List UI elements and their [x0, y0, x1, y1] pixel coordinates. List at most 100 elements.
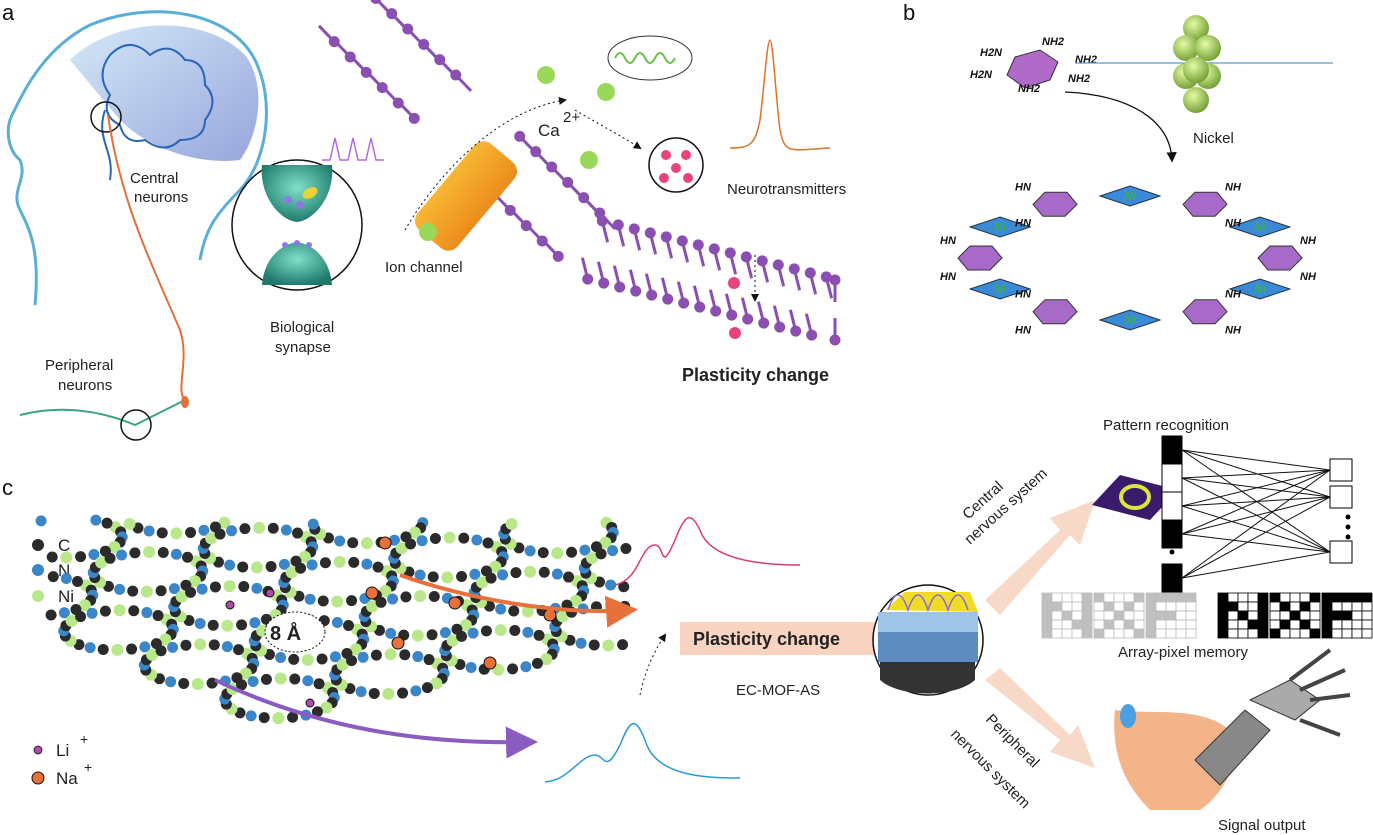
lattice-atom	[423, 654, 435, 666]
nh-label: HN	[1015, 325, 1032, 337]
pixel	[1269, 592, 1281, 603]
calcium-charge: 2+	[563, 109, 580, 126]
pixel	[1237, 619, 1249, 630]
pixel	[1123, 619, 1135, 630]
lattice-atom	[60, 551, 73, 564]
pixel	[1247, 601, 1259, 612]
nn-connection	[1181, 469, 1331, 535]
lattice-atom	[569, 594, 582, 607]
lattice-atom	[159, 633, 172, 646]
lattice-atom	[185, 526, 197, 538]
lipid-head	[726, 309, 738, 321]
lattice-atom	[439, 627, 451, 639]
lattice-atom	[108, 540, 121, 553]
lattice-atom	[265, 561, 277, 573]
nh-label: NH	[1300, 271, 1317, 283]
pixel	[1331, 619, 1343, 630]
lattice-atom	[456, 630, 468, 642]
lattice-atom	[58, 607, 70, 619]
lattice-atom	[289, 673, 301, 685]
lattice-atom	[313, 678, 325, 690]
lattice-atom	[357, 651, 369, 663]
lattice-atom	[157, 546, 169, 558]
pixel	[1309, 619, 1321, 630]
legend-lithium-charge: +	[80, 731, 88, 747]
lipid-head	[829, 274, 841, 286]
biological-synapse-label: Biological	[270, 319, 334, 336]
pixel	[1071, 619, 1083, 630]
lipid-head	[724, 247, 736, 259]
nh-label: NH	[1225, 217, 1242, 229]
pixel	[1351, 610, 1363, 621]
lipid-head	[450, 69, 462, 81]
lattice-atom	[123, 518, 136, 531]
lattice-atom	[113, 604, 126, 617]
lattice-atom	[285, 566, 298, 579]
lipid-head	[676, 235, 688, 247]
pixel	[1279, 592, 1291, 603]
lattice-atom	[304, 593, 316, 605]
lattice-atom	[280, 524, 292, 536]
input-neuron	[1161, 435, 1183, 465]
pixel	[1237, 610, 1249, 621]
chelate-ring	[1098, 309, 1162, 331]
nn-connection	[1181, 551, 1331, 579]
lattice-atom	[465, 661, 477, 673]
lattice-atom	[114, 583, 126, 595]
group-nh2-1: NH2	[1042, 36, 1064, 48]
lattice-atom	[72, 575, 84, 587]
pixel	[1133, 628, 1145, 639]
lipid-head	[692, 239, 704, 251]
neurotransmitters-label: Neurotransmitters	[727, 181, 846, 198]
nn-connection	[1181, 505, 1331, 553]
pixel	[1299, 592, 1311, 603]
ion-channel	[414, 141, 518, 251]
pixel	[1061, 592, 1073, 603]
lipid-membrane	[317, 0, 841, 346]
lattice-atom	[410, 685, 422, 697]
pixel	[1217, 628, 1229, 639]
pixel	[1289, 592, 1301, 603]
pixel	[1361, 628, 1373, 639]
lattice-atom	[198, 524, 210, 536]
lattice-atom	[233, 644, 245, 656]
group-h2n-1: H2N	[980, 47, 1003, 59]
ion	[225, 600, 235, 610]
lattice-atom	[111, 643, 124, 656]
pixel	[1341, 610, 1353, 621]
lipid-head	[644, 227, 656, 239]
pixel	[1289, 619, 1301, 630]
neural-network	[1161, 435, 1353, 593]
lattice-atom	[180, 639, 192, 651]
lattice-atom	[295, 562, 307, 574]
lattice-atom	[128, 605, 140, 617]
pixel	[1071, 592, 1083, 603]
lattice-atom	[224, 559, 236, 571]
lattice-atom	[379, 584, 392, 597]
lattice-atom	[441, 571, 454, 584]
pixel	[1299, 610, 1311, 621]
lithium-path-arrow	[214, 678, 538, 759]
lattice-atom	[104, 552, 116, 564]
lattice-atom	[524, 565, 537, 578]
pixel	[1185, 619, 1197, 630]
pixel	[1227, 601, 1239, 612]
response-curve-sodium	[614, 517, 801, 586]
arrow-to-peripheral	[985, 668, 1095, 768]
pore-marker	[264, 611, 326, 653]
pixel	[1155, 628, 1167, 639]
lattice-atom	[617, 639, 629, 651]
pixel	[1155, 601, 1167, 612]
lattice-atom	[446, 634, 459, 647]
lattice-atom	[60, 572, 72, 584]
lattice-atom	[141, 607, 153, 619]
benzene-ring	[1257, 245, 1303, 271]
pixel	[1061, 601, 1073, 612]
lattice-atom	[347, 537, 359, 549]
synapse-illustration	[231, 159, 363, 291]
lattice-atom	[520, 661, 532, 673]
lipid-head	[662, 293, 674, 305]
lattice-atom	[258, 712, 270, 724]
lattice-atom	[278, 558, 290, 570]
lattice-atom	[360, 537, 373, 550]
